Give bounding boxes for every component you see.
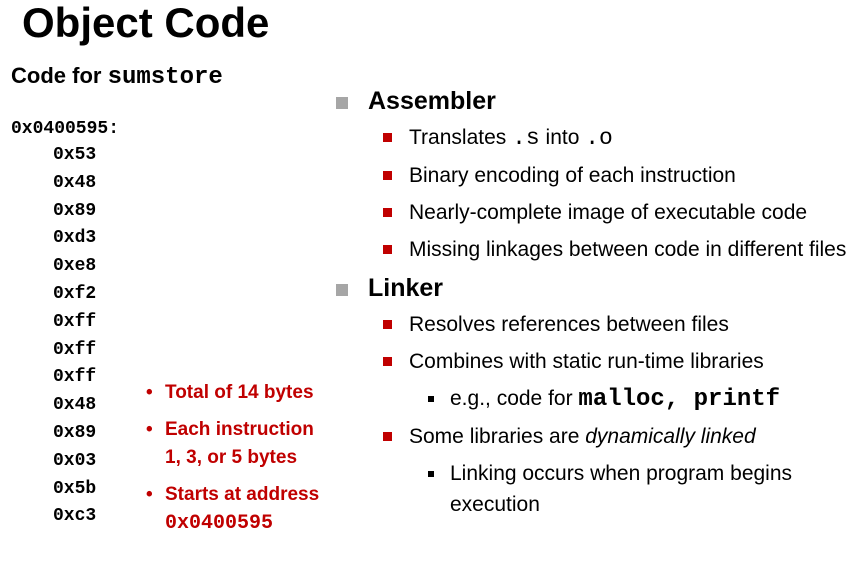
code-malloc-printf: malloc, printf [578,386,781,413]
explanation-panel: Assembler Translates .s into .o Binary e… [336,86,862,520]
item-text: Some libraries are [409,425,586,448]
square-bullet-icon [383,432,392,441]
byte-value: 0xe8 [53,256,97,277]
square-bullet-icon [383,320,392,329]
note-instruction-size: Each instruction 1, 3, or 5 bytes [146,416,346,472]
byte-value: 0x48 [53,172,97,193]
assembler-item-translates: Translates .s into .o [383,122,862,154]
linker-item-combines: Combines with static run-time libraries [383,346,862,377]
item-text: Combines with static run-time libraries [409,350,764,373]
byte-value: 0xff [53,367,97,388]
page-title: Object Code [22,0,270,46]
section-assembler-heading: Assembler [368,87,496,115]
byte-value: 0xff [53,339,97,360]
start-address: 0x0400595: [11,119,120,139]
byte-value: 0xf2 [53,283,97,304]
byte-value: 0xff [53,311,97,332]
note-each-line2: 1, 3, or 5 bytes [165,447,298,468]
square-bullet-icon [383,245,392,254]
assembler-item-binary: Binary encoding of each instruction [383,160,862,191]
square-bullet-icon [383,208,392,217]
code-dot-s: .s [512,125,540,151]
item-text: Translates [409,126,513,149]
byte-value: 0x89 [53,200,97,221]
note-starts-address: 0x0400595 [165,512,274,535]
linker-subitem-linking: Linking occurs when program begins execu… [428,458,855,520]
note-total-text: Total of 14 bytes [165,382,314,403]
byte-notes: Total of 14 bytes Each instruction 1, 3,… [146,379,346,538]
small-square-bullet-icon [428,471,434,477]
section-linker: Linker [336,273,862,303]
item-text: Nearly-complete image of executable code [409,201,808,224]
subtitle-prefix: Code for [11,63,108,88]
item-text: e.g., code for [450,387,579,410]
item-text: Linking occurs when program begins execu… [450,462,793,516]
code-subtitle: Code for sumstore [11,64,223,90]
square-bullet-icon [383,171,392,180]
square-bullet-icon [383,357,392,366]
section-assembler: Assembler [336,86,862,116]
note-each-line1: Each instruction [165,419,314,440]
item-text: Binary encoding of each instruction [409,164,736,187]
emphasis-text: dynamically linked [585,425,756,448]
note-start-address: Starts at address 0x0400595 [146,481,346,538]
assembler-item-image: Nearly-complete image of executable code [383,197,862,228]
byte-listing: 0x53 0x48 0x89 0xd3 0xe8 0xf2 0xff 0xff … [53,144,96,533]
linker-subitem-example: e.g., code for malloc, printf [428,383,862,415]
item-text: Resolves references between files [409,313,729,336]
subtitle-function-name: sumstore [107,64,223,91]
note-starts-text: Starts at address [165,484,320,505]
square-bullet-icon [383,133,392,142]
byte-value: 0xc3 [53,506,97,527]
small-square-bullet-icon [428,396,434,402]
item-text: Missing linkages between code in differe… [409,238,847,261]
assembler-item-missing: Missing linkages between code in differe… [383,234,862,265]
byte-value: 0x53 [53,145,97,165]
note-total-bytes: Total of 14 bytes [146,379,346,407]
section-linker-heading: Linker [368,274,444,302]
byte-value: 0x48 [53,395,97,416]
linker-item-resolves: Resolves references between files [383,309,862,340]
byte-value: 0x5b [53,478,97,499]
byte-value: 0x89 [53,422,97,443]
item-text: into [539,126,586,149]
linker-item-dynamic: Some libraries are dynamically linked [383,421,862,452]
code-dot-o: .o [585,125,613,151]
byte-value: 0xd3 [53,228,97,249]
byte-value: 0x03 [53,450,97,471]
